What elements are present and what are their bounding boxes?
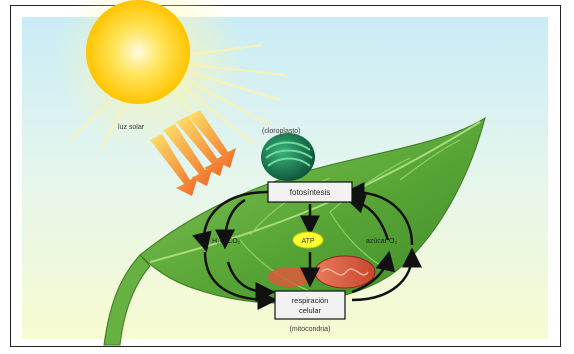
respiration-label-line1: respiración — [292, 296, 329, 305]
sunlight-label: luz solar — [118, 124, 145, 131]
chloroplast-label: (cloroplasto) — [262, 128, 301, 135]
products-label: azúcar O₂ — [366, 238, 397, 245]
reactants-label: H₂O CO₂ — [212, 238, 241, 245]
leaf-stem — [104, 255, 150, 345]
respiration-label-line2: celular — [299, 306, 322, 315]
leaf-blade — [140, 118, 485, 303]
atp-label: ATP — [301, 238, 314, 245]
sun-icon — [86, 0, 190, 104]
chloroplast-icon — [261, 133, 315, 181]
mitochondria-label: (mitocondria) — [290, 326, 331, 333]
photosynthesis-label: fotosíntesis — [290, 188, 330, 197]
